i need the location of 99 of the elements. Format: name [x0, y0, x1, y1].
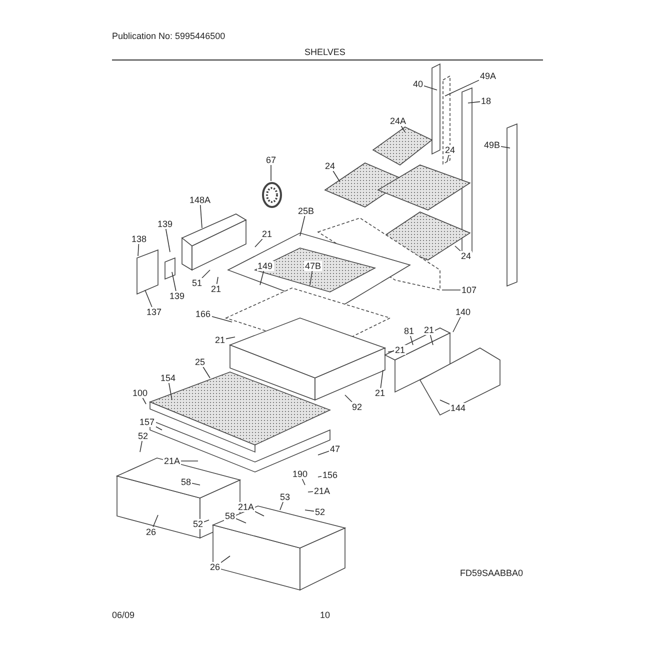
callout-number: 21 [210, 284, 222, 294]
callout-number: 100 [132, 388, 149, 398]
callout-number: 53 [279, 492, 292, 502]
callout-number: 52 [314, 507, 326, 517]
callout-number: 24A [389, 116, 408, 126]
callout-number: 49A [479, 71, 498, 81]
callout-number: 139 [168, 291, 186, 301]
leader-line [454, 246, 461, 252]
page-number: 10 [320, 610, 330, 620]
callout-number: 24 [324, 161, 336, 171]
callout-number: 21 [261, 229, 274, 239]
leader-line [254, 511, 264, 516]
callout-number: 47B [304, 261, 322, 271]
leader-line [204, 520, 210, 522]
callout-number: 21 [423, 325, 436, 335]
leader-line [302, 478, 306, 486]
callout-number: 24 [444, 145, 456, 155]
leader-line [310, 270, 313, 286]
leader-line [140, 440, 142, 452]
leader-line [318, 476, 322, 478]
callout-number: 21 [214, 335, 226, 345]
callout-number: 154 [160, 373, 177, 383]
date: 06/09 [112, 610, 135, 620]
leader-line [216, 276, 218, 284]
leader-line [220, 556, 230, 563]
leader-line [270, 164, 272, 182]
leader-line [155, 426, 162, 430]
leader-line [446, 154, 450, 162]
leader-line [260, 270, 264, 286]
callout-number: 190 [292, 469, 309, 479]
callout-number: 81 [403, 326, 416, 336]
leader-line [410, 336, 414, 346]
leader-line [424, 86, 438, 90]
leader-line [226, 336, 236, 340]
callout-number: 26 [145, 527, 158, 537]
callout-number: 21 [374, 388, 386, 398]
page-title: SHELVES [304, 47, 346, 57]
leader-line [200, 204, 202, 228]
leader-line [440, 400, 450, 405]
callout-number: 67 [265, 155, 278, 165]
callout-number: 157 [138, 417, 156, 427]
callout-number: 21A [163, 456, 182, 466]
leader-line [344, 394, 352, 402]
leader-line [468, 101, 480, 104]
callout-number: 149 [256, 261, 274, 271]
leader-line [318, 450, 330, 456]
leader-line [236, 518, 246, 524]
callout-number: 51 [191, 278, 204, 288]
callout-number: 107 [460, 285, 478, 295]
leader-line [172, 272, 176, 292]
leader-line [152, 514, 158, 528]
drawing-code: FD59SAABBA0 [460, 568, 524, 578]
leader-line [380, 370, 384, 388]
leader-line [202, 366, 210, 378]
callout-number: 166 [194, 309, 212, 319]
callout-number: 58 [224, 511, 236, 521]
callout-number: 47 [329, 444, 342, 454]
leader-line [332, 170, 340, 182]
leader-line [304, 510, 314, 512]
leader-line [400, 126, 406, 132]
callout-number: 139 [156, 219, 174, 229]
leader-line [430, 334, 434, 346]
leader-line [142, 398, 146, 404]
leader-line [168, 382, 172, 400]
leader-line [388, 350, 394, 352]
callout-number: 21A [313, 486, 332, 496]
leader-line [300, 216, 306, 236]
leader-line [166, 228, 170, 252]
leader-line [254, 238, 263, 248]
callout-number: 148A [188, 195, 212, 205]
callout-number: 40 [412, 79, 424, 89]
callout-number: 138 [130, 234, 148, 244]
leader-line [452, 316, 461, 332]
leader-line [180, 460, 198, 462]
callout-number: 58 [180, 477, 192, 487]
leader-line [138, 244, 140, 256]
callout-number: 140 [454, 307, 472, 317]
callout-number: 92 [351, 402, 364, 412]
callout-number: 137 [146, 307, 163, 317]
leader-line [500, 146, 510, 148]
leader-line [211, 316, 232, 322]
callout-number: 25 [194, 357, 206, 367]
callout-number: 156 [322, 470, 339, 480]
callout-number: 18 [480, 96, 492, 106]
callout-number: 49B [483, 140, 502, 150]
leader-line [144, 290, 152, 308]
callout-number: 52 [192, 519, 204, 529]
publication-number: Publication No: 5995446500 [112, 31, 226, 41]
leader-line [192, 482, 200, 486]
callout-number: 21A [237, 502, 256, 512]
callout-number: 21 [394, 345, 406, 355]
callout-number: 144 [450, 403, 467, 413]
callout-number: 26 [209, 562, 222, 572]
callout-number: 25B [297, 206, 316, 216]
leader-line [202, 270, 210, 278]
callout-number: 52 [137, 431, 150, 441]
leader-line [280, 502, 284, 510]
callout-number: 24 [460, 251, 472, 261]
leader-line [444, 80, 480, 96]
